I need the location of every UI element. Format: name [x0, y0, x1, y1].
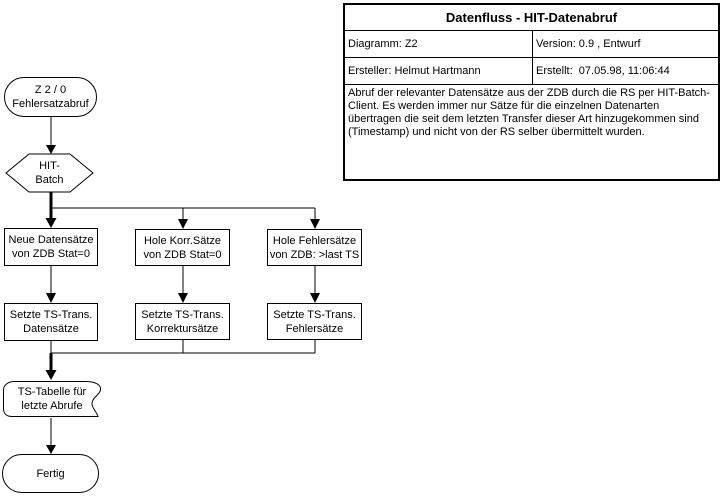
neue-datensaetze-line1: Neue Datensätze	[8, 234, 94, 246]
hit-batch-label-line2: Batch	[35, 174, 64, 186]
start-terminator: Z 2 / 0 Fehlersatzabruf	[4, 77, 97, 117]
diagram-info-table: Datenfluss - HIT-Datenabruf Diagramm: Z2…	[343, 3, 720, 181]
end-terminator-label: Fertig	[36, 467, 65, 480]
setze-ts-korrektursaetze-line2: Korrektursätze	[146, 322, 219, 335]
info-table-row-1: Diagramm: Z2 Version: 0.9 , Entwurf	[345, 31, 718, 58]
version-cell: Version: 0.9 , Entwurf	[536, 38, 641, 50]
ersteller-cell: Ersteller: Helmut Hartmann	[345, 58, 533, 84]
process-hole-fehlersaetze: Hole Fehlersätze von ZDB: >last TS	[267, 229, 362, 266]
hole-fehlersaetze-line2: von ZDB: >last TS	[269, 248, 360, 261]
stored-data-shape	[3, 381, 102, 417]
setze-ts-korrektursaetze-line1: Setzte TS-Trans.	[141, 308, 224, 321]
setze-ts-fehlersaetze-line2: Fehlersätze	[285, 322, 344, 335]
start-terminator-label-line2: Fehlersatzabruf	[12, 98, 89, 110]
diagramm-cell: Diagramm: Z2	[345, 31, 533, 57]
hole-fehlersaetze-line1: Hole Fehlersätze	[272, 234, 357, 247]
process-hole-korrsaetze: Hole Korr.Sätze von ZDB Stat=0	[135, 229, 230, 266]
hole-korrsaetze-line1: Hole Korr.Sätze	[143, 234, 222, 247]
ts-tabelle-storage: TS-Tabelle für letzte Abrufe	[2, 380, 102, 418]
setze-ts-datensaetze-line1: Setzte TS-Trans.	[9, 309, 93, 321]
setze-ts-fehlersaetze-line1: Setzte TS-Trans.	[273, 308, 356, 321]
hexagon-shape	[5, 153, 94, 193]
hole-korrsaetze-line2: von ZDB Stat=0	[143, 248, 222, 261]
process-setze-ts-korrektursaetze: Setzte TS-Trans. Korrektursätze	[135, 303, 230, 340]
end-terminator: Fertig	[2, 454, 99, 493]
ts-tabelle-label-line2: letzte Abrufe	[21, 400, 83, 412]
process-setze-ts-datensaetze: Setzte TS-Trans. Datensätze	[4, 303, 98, 341]
process-setze-ts-fehlersaetze: Setzte TS-Trans. Fehlersätze	[267, 303, 362, 340]
hit-batch-label-line1: HIT-	[39, 160, 60, 172]
info-table-row-2: Ersteller: Helmut Hartmann Erstellt: 07.…	[345, 58, 718, 85]
neue-datensaetze-line2: von ZDB Stat=0	[12, 248, 90, 260]
process-neue-datensaetze: Neue Datensätze von ZDB Stat=0	[4, 228, 98, 266]
erstellt-cell: Erstellt: 07.05.98, 11:06:44	[536, 65, 670, 77]
hit-batch-hexagon: HIT- Batch	[5, 153, 94, 193]
start-terminator-label-line1: Z 2 / 0	[34, 84, 67, 96]
ts-tabelle-label-line1: TS-Tabelle für	[17, 386, 87, 398]
setze-ts-datensaetze-line2: Datensätze	[23, 323, 79, 335]
info-table-title: Datenfluss - HIT-Datenabruf	[345, 5, 718, 31]
description-cell: Abruf der relevanter Datensätze aus der …	[348, 87, 710, 138]
